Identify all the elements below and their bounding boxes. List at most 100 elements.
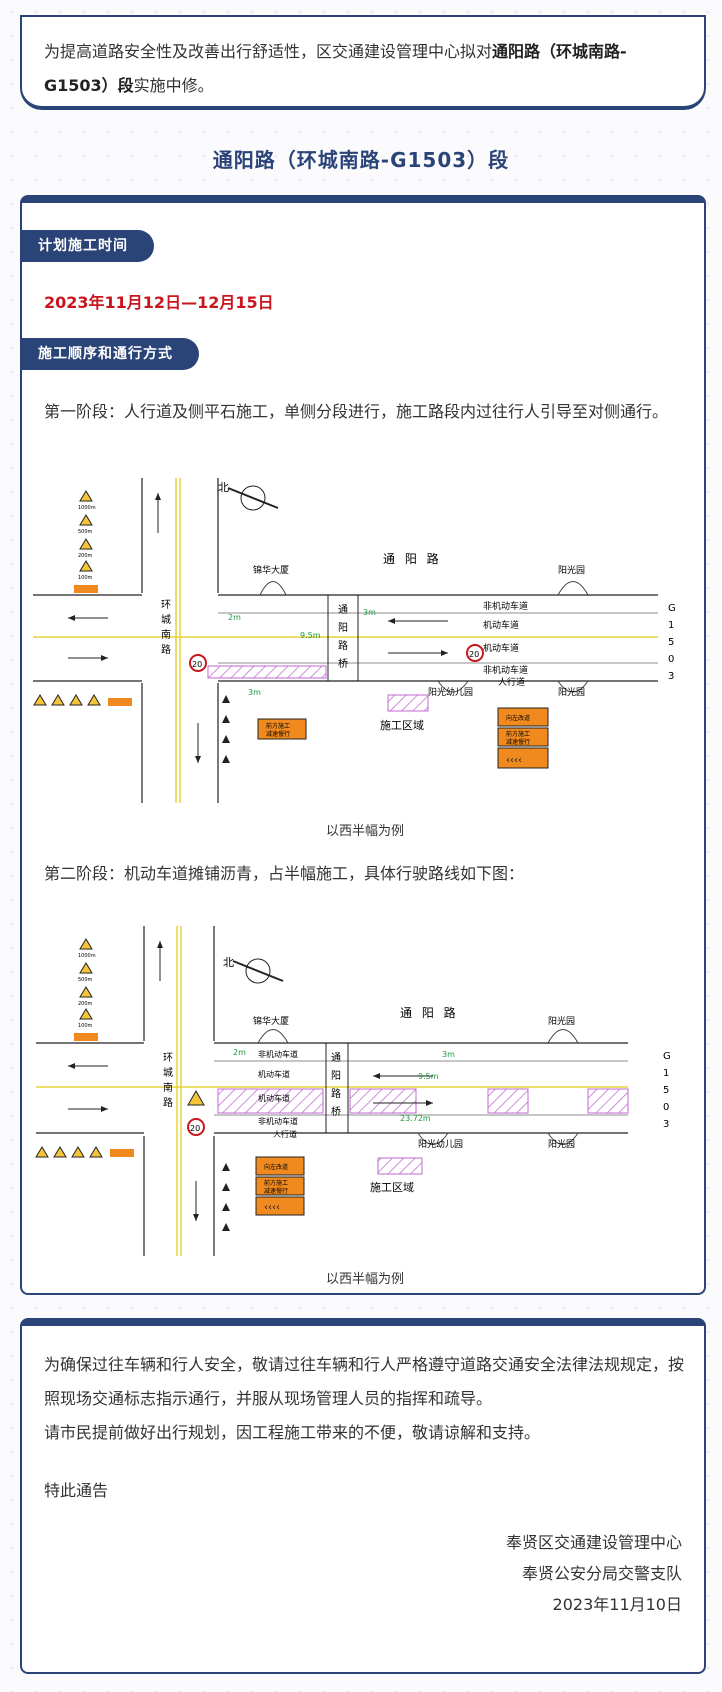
svg-text:5: 5: [668, 637, 674, 648]
phase1-caption: 以西半幅为例: [325, 824, 404, 839]
svg-text:减速慢行: 减速慢行: [264, 1187, 288, 1195]
svg-text:非机动车道: 非机动车道: [258, 1049, 298, 1059]
svg-text:桥: 桥: [338, 658, 348, 670]
intro-text-after: 实施中修。: [133, 76, 214, 95]
svg-text:20: 20: [192, 660, 202, 669]
svg-text:100m: 100m: [78, 1023, 93, 1029]
phase2-diagram: 北 通 阳 路 环 城 南 路 通 阳 路 桥 G 1 5 0 3 锦华大厦 阳…: [35, 926, 671, 1256]
svg-text:城: 城: [161, 614, 171, 626]
svg-text:减速慢行: 减速慢行: [506, 738, 530, 746]
svg-text:非机动车道: 非机动车道: [258, 1116, 298, 1126]
phase1-diagram: 北 通 阳 路 环 城 南 路 通 阳 路 桥 G 1 5 0 3 锦华大厦 阳…: [33, 478, 676, 803]
svg-text:1000m: 1000m: [78, 953, 96, 959]
svg-text:0: 0: [663, 1102, 669, 1113]
svg-text:20: 20: [469, 650, 479, 659]
road-label-tongyang: 通 阳 路: [383, 551, 442, 566]
svg-text:‹‹‹‹: ‹‹‹‹: [506, 755, 522, 766]
signature-date: 2023年11月10日: [552, 1595, 682, 1614]
svg-text:环: 环: [161, 600, 171, 611]
notice-paragraph-2: 请市民提前做好出行规划，因工程施工带来的不便，敬请谅解和支持。: [44, 1423, 541, 1442]
phase2-caption: 以西半幅为例: [325, 1272, 404, 1287]
svg-text:减速慢行: 减速慢行: [266, 730, 290, 738]
svg-text:非机动车道: 非机动车道: [483, 664, 528, 676]
svg-text:前方施工: 前方施工: [264, 1179, 288, 1187]
intro-text: 为提高道路安全性及改善出行舒适性，区交通建设管理中心拟对通阳路（环城南路-G15…: [44, 35, 684, 103]
notice-paragraph-1: 为确保过往车辆和行人安全，敬请过往车辆和行人严格遵守道路交通安全法律法规规定，按…: [44, 1355, 685, 1408]
svg-text:阳光园: 阳光园: [558, 686, 585, 698]
signature-1: 奉贤区交通建设管理中心: [505, 1533, 682, 1552]
svg-text:阳: 阳: [338, 622, 348, 634]
svg-text:路: 路: [338, 639, 348, 652]
intro-text-before: 为提高道路安全性及改善出行舒适性，区交通建设管理中心拟对: [44, 42, 493, 61]
svg-text:前方施工: 前方施工: [266, 722, 290, 730]
svg-text:20: 20: [190, 1124, 200, 1133]
svg-text:南: 南: [161, 628, 171, 641]
svg-text:500m: 500m: [78, 529, 93, 535]
svg-text:5: 5: [663, 1085, 669, 1096]
svg-text:施工区域: 施工区域: [380, 719, 424, 732]
svg-text:机动车道: 机动车道: [258, 1093, 290, 1103]
svg-text:‹‹‹‹: ‹‹‹‹: [264, 1202, 280, 1213]
svg-text:向左改道: 向左改道: [506, 714, 530, 722]
svg-text:锦华大厦: 锦华大厦: [253, 564, 289, 576]
svg-text:9.5m: 9.5m: [300, 631, 321, 640]
intro-road-name: 通阳路（环城南路-G1503）段: [44, 42, 627, 95]
svg-text:23.72m: 23.72m: [400, 1114, 431, 1123]
svg-text:1: 1: [668, 620, 674, 631]
svg-text:向左改道: 向左改道: [264, 1163, 288, 1171]
main-card: 计划施工时间 2023年11月12日—12月15日 施工顺序和通行方式 第一阶段…: [20, 195, 706, 1295]
svg-text:机动车道: 机动车道: [483, 619, 519, 631]
svg-text:阳光园: 阳光园: [558, 564, 585, 576]
svg-text:路: 路: [331, 1087, 341, 1100]
svg-text:1000m: 1000m: [78, 505, 96, 511]
north-label: 北: [218, 481, 229, 494]
svg-text:南: 南: [163, 1081, 173, 1094]
svg-text:非机动车道: 非机动车道: [483, 600, 528, 612]
method-tag: 施工顺序和通行方式: [20, 338, 209, 370]
svg-text:3m: 3m: [248, 688, 261, 697]
svg-text:200m: 200m: [78, 553, 93, 559]
svg-text:G: G: [663, 1051, 671, 1062]
svg-text:通 阳 路: 通 阳 路: [400, 1005, 459, 1020]
notice-card: 为确保过往车辆和行人安全，敬请过往车辆和行人严格遵守道路交通安全法律法规规定，按…: [20, 1318, 706, 1674]
svg-text:G: G: [668, 603, 676, 614]
svg-text:通: 通: [331, 1052, 341, 1064]
svg-text:阳光园: 阳光园: [548, 1138, 575, 1150]
schedule-date: 2023年11月12日—12月15日: [44, 293, 274, 312]
svg-text:3: 3: [668, 671, 674, 682]
svg-text:3m: 3m: [363, 608, 376, 617]
svg-text:前方施工: 前方施工: [506, 730, 530, 738]
svg-text:人行道: 人行道: [273, 1129, 297, 1139]
svg-text:500m: 500m: [78, 977, 93, 983]
svg-text:路: 路: [163, 1096, 173, 1109]
svg-text:阳: 阳: [331, 1070, 341, 1082]
svg-text:阳光园: 阳光园: [548, 1015, 575, 1027]
svg-text:3m: 3m: [442, 1050, 455, 1059]
schedule-tag: 计划施工时间: [20, 230, 164, 262]
svg-text:通: 通: [338, 604, 348, 616]
svg-text:9.5m: 9.5m: [418, 1072, 439, 1081]
svg-text:机动车道: 机动车道: [483, 642, 519, 654]
svg-text:环: 环: [163, 1053, 173, 1064]
svg-text:施工区域: 施工区域: [370, 1181, 414, 1194]
svg-text:北: 北: [223, 956, 234, 969]
svg-text:0: 0: [668, 654, 674, 665]
section-title: 通阳路（环城南路-G1503）段: [212, 148, 510, 172]
svg-text:1: 1: [663, 1068, 669, 1079]
svg-text:200m: 200m: [78, 1001, 93, 1007]
svg-text:城: 城: [163, 1067, 173, 1079]
phase2-text: 第二阶段：机动车道摊铺沥青，占半幅施工，具体行驶路线如下图：: [44, 864, 525, 883]
svg-text:100m: 100m: [78, 575, 93, 581]
signature-2: 奉贤公安分局交警支队: [521, 1564, 682, 1583]
svg-text:3: 3: [663, 1119, 669, 1130]
svg-text:人行道: 人行道: [498, 676, 525, 688]
svg-text:阳光幼儿园: 阳光幼儿园: [428, 686, 473, 698]
svg-text:阳光幼儿园: 阳光幼儿园: [418, 1138, 463, 1150]
svg-text:锦华大厦: 锦华大厦: [253, 1015, 289, 1027]
notice-paragraph-3: 特此通告: [44, 1481, 109, 1500]
svg-text:路: 路: [161, 643, 171, 656]
svg-text:机动车道: 机动车道: [258, 1069, 290, 1079]
phase1-text: 第一阶段：人行道及侧平石施工，单侧分段进行，施工路段内过往行人引导至对侧通行。: [44, 402, 669, 421]
intro-card: 为提高道路安全性及改善出行舒适性，区交通建设管理中心拟对通阳路（环城南路-G15…: [20, 15, 706, 110]
svg-text:2m: 2m: [228, 613, 241, 622]
